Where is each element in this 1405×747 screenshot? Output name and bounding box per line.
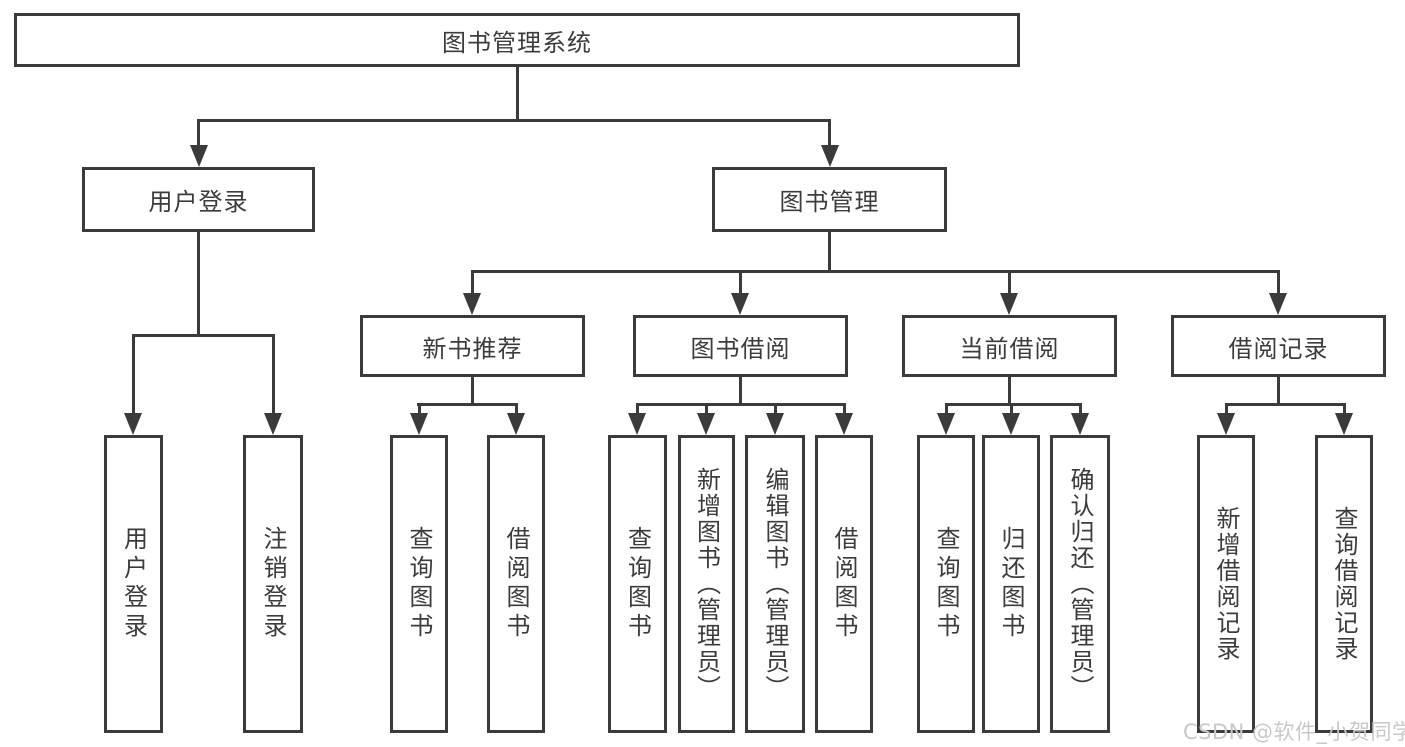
leaf-query-books: 查询图书 bbox=[390, 435, 448, 733]
node-label: 注销登录 bbox=[259, 526, 287, 642]
connector-stem bbox=[1079, 403, 1082, 416]
connector-stem bbox=[945, 403, 948, 416]
node-book-management: 图书管理 bbox=[712, 167, 947, 232]
node-current-borrow: 当前借阅 bbox=[902, 315, 1117, 377]
node-label: 确认归还（管理员） bbox=[1066, 467, 1094, 701]
connector-root-stem bbox=[516, 66, 519, 121]
node-label: 图书借阅 bbox=[690, 334, 791, 363]
connector-stem bbox=[418, 403, 421, 416]
arrow-down-icon bbox=[1269, 293, 1287, 315]
node-label: 新书推荐 bbox=[422, 334, 523, 363]
arrow-down-icon bbox=[264, 413, 282, 435]
arrow-down-icon bbox=[628, 413, 646, 435]
connector-stem bbox=[1343, 403, 1346, 416]
arrow-down-icon bbox=[835, 413, 853, 435]
node-new-book-recommend: 新书推荐 bbox=[360, 315, 585, 377]
arrow-down-icon bbox=[1071, 413, 1089, 435]
node-label: 新增借阅记录 bbox=[1212, 506, 1240, 662]
connector-stem bbox=[1010, 403, 1013, 416]
csdn-watermark: CSDN @软件_小贺同学 bbox=[1183, 720, 1405, 744]
connector-group-rail bbox=[1225, 403, 1346, 406]
connector-group-stem bbox=[1008, 377, 1011, 406]
node-label: 当前借阅 bbox=[959, 334, 1060, 363]
leaf-logout: 注销登录 bbox=[243, 435, 303, 733]
connector-stem bbox=[1225, 403, 1228, 416]
arrow-down-icon bbox=[766, 413, 784, 435]
leaf-query-books: 查询图书 bbox=[917, 435, 975, 733]
arrow-down-icon bbox=[1217, 413, 1235, 435]
arrow-down-icon bbox=[1000, 293, 1018, 315]
node-label: 查询借阅记录 bbox=[1330, 506, 1358, 662]
connector-root-rail bbox=[197, 119, 831, 122]
connector-mgmt-rail bbox=[471, 270, 1280, 273]
arrow-down-icon bbox=[1335, 413, 1353, 435]
node-book-borrow: 图书借阅 bbox=[633, 315, 848, 377]
arrow-down-icon bbox=[731, 293, 749, 315]
connector-stem bbox=[739, 270, 742, 296]
arrow-down-icon bbox=[124, 413, 142, 435]
node-label: 归还图书 bbox=[997, 526, 1025, 642]
arrow-down-icon bbox=[410, 413, 428, 435]
node-label: 图书管理系统 bbox=[442, 28, 592, 57]
connector-mgmt-stem bbox=[828, 232, 831, 273]
leaf-confirm-return-admin: 确认归还（管理员） bbox=[1050, 435, 1110, 733]
arrow-down-icon bbox=[937, 413, 955, 435]
node-label: 借阅图书 bbox=[502, 526, 530, 642]
connector-stem bbox=[828, 119, 831, 149]
leaf-query-borrow-record: 查询借阅记录 bbox=[1315, 435, 1373, 733]
leaf-add-books-admin: 新增图书（管理员） bbox=[678, 435, 735, 733]
leaf-return-books: 归还图书 bbox=[982, 435, 1040, 733]
connector-stem bbox=[1008, 270, 1011, 296]
connector-stem bbox=[197, 119, 200, 149]
arrow-down-icon bbox=[821, 145, 839, 167]
leaf-borrow-books: 借阅图书 bbox=[487, 435, 545, 733]
node-label: 借阅图书 bbox=[830, 526, 858, 642]
leaf-user-login: 用户登录 bbox=[104, 435, 163, 733]
leaf-borrow-books: 借阅图书 bbox=[815, 435, 873, 733]
connector-login-rail bbox=[132, 334, 274, 337]
node-label: 新增图书（管理员） bbox=[692, 467, 721, 701]
connector-group-stem bbox=[1277, 377, 1280, 406]
connector-group-stem bbox=[739, 377, 742, 406]
arrow-down-icon bbox=[190, 145, 208, 167]
connector-group-rail bbox=[636, 403, 846, 406]
connector-group-rail bbox=[945, 403, 1082, 406]
node-library-management-system: 图书管理系统 bbox=[14, 13, 1020, 67]
node-label: 查询图书 bbox=[623, 526, 652, 642]
connector-group-rail bbox=[417, 403, 518, 406]
arrow-down-icon bbox=[463, 293, 481, 315]
connector-stem bbox=[1277, 270, 1280, 296]
node-label: 编辑图书（管理员） bbox=[761, 467, 789, 701]
node-label: 借阅记录 bbox=[1228, 334, 1329, 363]
connector-stem bbox=[132, 334, 135, 415]
connector-stem bbox=[471, 270, 474, 296]
connector-stem bbox=[774, 403, 777, 416]
connector-stem bbox=[272, 334, 275, 415]
node-label: 用户登录 bbox=[119, 526, 148, 642]
connector-stem bbox=[705, 403, 708, 416]
node-label: 图书管理 bbox=[779, 188, 880, 216]
leaf-query-books: 查询图书 bbox=[608, 435, 667, 733]
leaf-add-borrow-record: 新增借阅记录 bbox=[1197, 435, 1255, 733]
connector-login-stem bbox=[197, 232, 200, 337]
node-user-login: 用户登录 bbox=[82, 167, 315, 232]
arrow-down-icon bbox=[507, 413, 525, 435]
node-label: 查询图书 bbox=[932, 526, 960, 642]
connector-stem bbox=[636, 403, 639, 416]
leaf-edit-books-admin: 编辑图书（管理员） bbox=[745, 435, 805, 733]
connector-group-stem bbox=[471, 377, 474, 406]
arrow-down-icon bbox=[1002, 413, 1020, 435]
node-borrow-records: 借阅记录 bbox=[1171, 315, 1386, 377]
connector-stem bbox=[515, 403, 518, 416]
node-label: 用户登录 bbox=[148, 188, 249, 216]
arrow-down-icon bbox=[697, 413, 715, 435]
connector-stem bbox=[843, 403, 846, 416]
node-label: 查询图书 bbox=[405, 526, 433, 642]
